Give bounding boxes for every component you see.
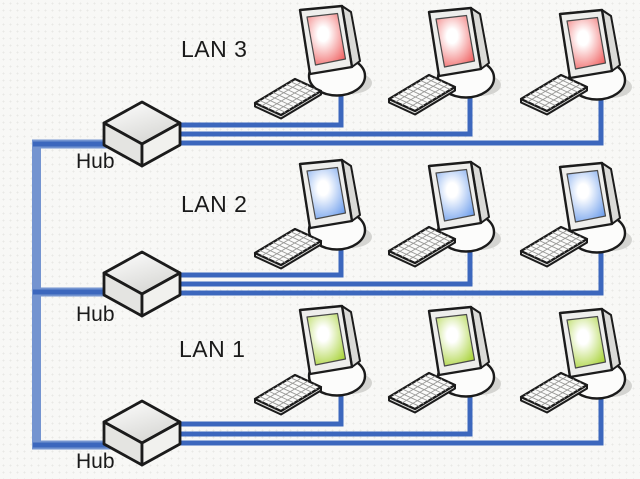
lan2-keyboard1-icon	[253, 227, 323, 270]
lan1-computer3-monitor-icon	[558, 307, 632, 400]
monitor-screen	[306, 12, 347, 66]
lan3-computer2-monitor-icon	[427, 6, 501, 99]
lan3-hub-label: Hub	[76, 150, 115, 173]
monitor-screen	[435, 313, 476, 367]
monitor-screen	[566, 169, 607, 223]
lan1-computer1-monitor-icon	[298, 304, 372, 397]
monitor-screen	[566, 16, 607, 70]
keyboard-keys	[393, 77, 451, 109]
hub-right-face	[140, 271, 182, 318]
lan3-keyboard2-icon	[387, 73, 457, 116]
lan3-label: LAN 3	[181, 36, 248, 62]
lan1-label: LAN 1	[179, 336, 246, 362]
lan1-computer2-monitor-icon	[427, 305, 501, 398]
lan1-hub-label: Hub	[76, 450, 115, 473]
monitor-screen	[566, 315, 607, 369]
monitor-screen	[306, 166, 347, 220]
lan2-hub-label: Hub	[76, 303, 115, 326]
keyboard-keys	[259, 377, 317, 409]
hub-right-face	[140, 121, 182, 168]
keyboard-keys	[525, 229, 583, 261]
keyboard-keys	[259, 231, 317, 263]
lan3-keyboard3-icon	[519, 73, 589, 116]
lan2-keyboard2-icon	[387, 225, 457, 268]
hub-right-face	[140, 420, 182, 467]
monitor-screen	[435, 14, 476, 68]
lan3-keyboard1-icon	[253, 77, 323, 120]
keyboard-keys	[393, 375, 451, 407]
lan3-hub-to-computer-cables	[135, 91, 604, 146]
lan2-keyboard3-icon	[519, 225, 589, 268]
lan1-keyboard2-icon	[387, 371, 457, 414]
lan1-keyboard1-icon	[253, 373, 323, 416]
keyboard-keys	[259, 81, 317, 113]
keyboard-keys	[393, 229, 451, 261]
monitor-screen	[435, 168, 476, 222]
lan3-hub-icon	[102, 100, 182, 168]
lan2-label: LAN 2	[181, 191, 248, 217]
lan3-computer1-monitor-icon	[298, 4, 372, 97]
lan2-hub-icon	[102, 250, 182, 318]
lan2-computer1-monitor-icon	[298, 158, 372, 251]
keyboard-keys	[525, 77, 583, 109]
lan1-keyboard3-icon	[519, 371, 589, 414]
monitor-screen	[306, 312, 347, 366]
lan1-hub-icon	[102, 399, 182, 467]
keyboard-keys	[525, 375, 583, 407]
lan2-hub-to-computer-cables	[135, 245, 604, 296]
lan1-hub-to-computer-cables	[135, 391, 604, 446]
